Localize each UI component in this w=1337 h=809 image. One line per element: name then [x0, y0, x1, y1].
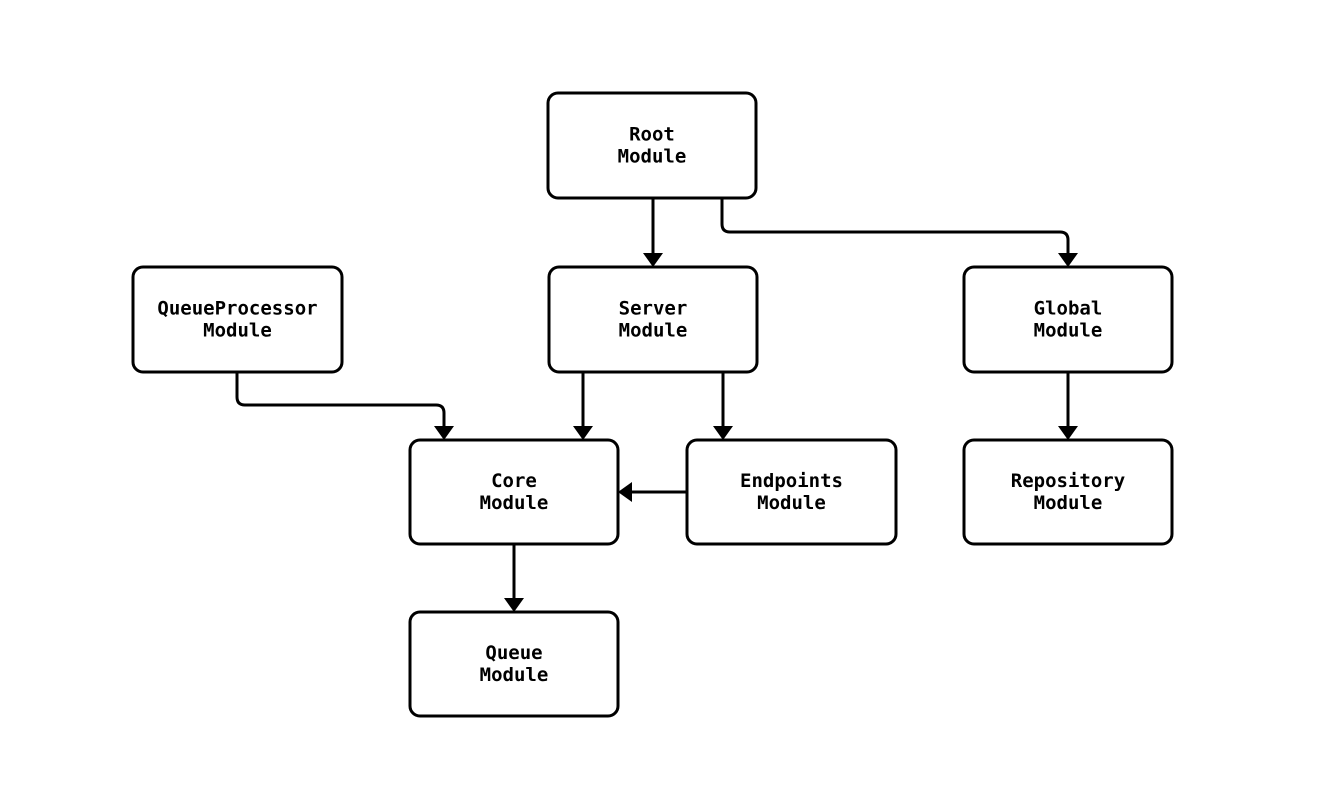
arrowhead-queue-processor-to-core	[434, 426, 454, 440]
arrowhead-server-to-endpoints	[713, 426, 733, 440]
node-root-box	[546, 91, 758, 200]
node-queue-processor-label-line2: Module	[203, 320, 272, 342]
node-endpoints-label-line2: Module	[757, 492, 826, 514]
node-root-label-line2: Module	[618, 146, 687, 168]
arrowhead-root-to-server	[643, 253, 663, 267]
node-global-label-line2: Module	[1034, 320, 1103, 342]
node-core-box	[408, 438, 620, 546]
node-queue-box	[408, 610, 620, 718]
edge-queue-processor-to-core	[235, 372, 446, 426]
arrowhead-endpoints-to-core	[618, 482, 632, 502]
node-core-label-line1: Core	[491, 470, 537, 492]
node-server-label-line1: Server	[619, 298, 688, 320]
node-endpoints-label-line1: Endpoints	[740, 470, 843, 492]
arrowhead-global-to-repository	[1058, 426, 1078, 440]
node-core-label-line2: Module	[480, 492, 549, 514]
arrowhead-core-to-queue	[504, 598, 524, 612]
node-server-label-line2: Module	[619, 320, 688, 342]
node-repository-label-line1: Repository	[1011, 470, 1125, 492]
node-global-label-line1: Global	[1034, 298, 1103, 320]
node-queue-label-line1: Queue	[485, 642, 542, 664]
node-root-label-line1: Root	[629, 124, 675, 146]
edge-root-to-global	[720, 198, 1070, 253]
node-endpoints-box	[685, 438, 898, 546]
arrowhead-root-to-global	[1058, 253, 1078, 267]
node-repository-label-line2: Module	[1034, 492, 1103, 514]
node-server-box	[547, 265, 759, 374]
node-queue-label-line2: Module	[480, 664, 549, 686]
node-queue-processor-box	[131, 265, 344, 374]
node-repository-box	[962, 438, 1174, 546]
arrowhead-server-to-core	[573, 426, 593, 440]
node-queue-processor-label-line1: QueueProcessor	[157, 298, 317, 320]
node-global-box	[962, 265, 1174, 374]
